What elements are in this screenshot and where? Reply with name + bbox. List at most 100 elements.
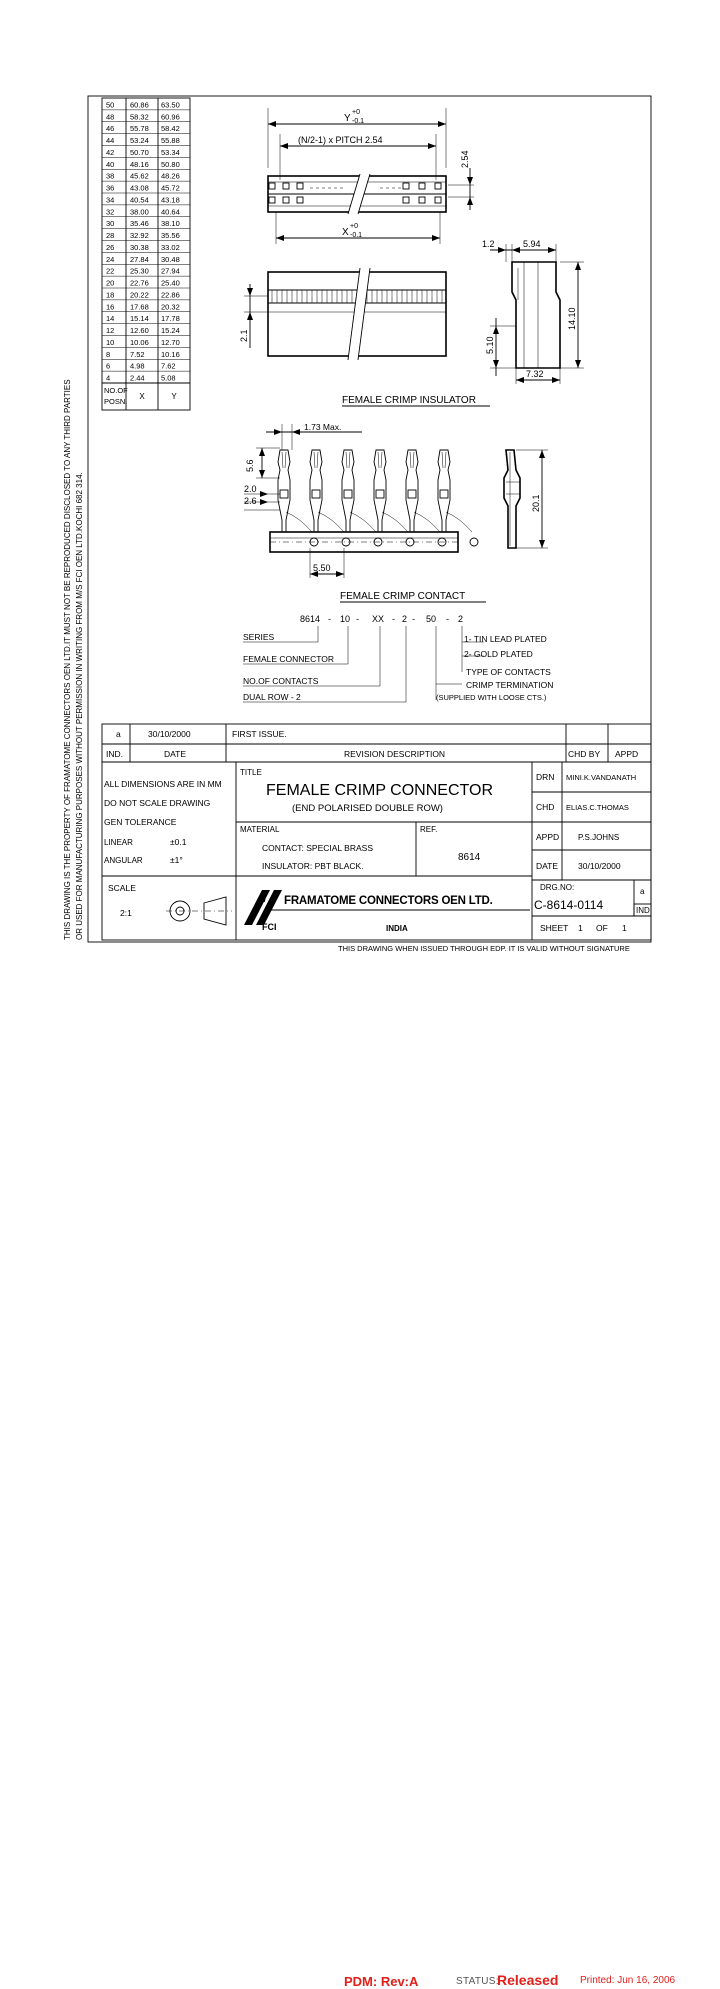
table-cell-posn: 46 bbox=[106, 124, 114, 133]
code-separator: - bbox=[392, 614, 395, 624]
table-cell-x: 7.52 bbox=[130, 350, 145, 359]
dim-y-label: Y bbox=[344, 113, 351, 124]
dim-173: 1.73 Max. bbox=[304, 422, 341, 432]
table-cell-y: 20.32 bbox=[161, 302, 180, 311]
tb-no-scale: DO NOT SCALE DRAWING bbox=[104, 798, 210, 808]
tb-fci: FCI bbox=[262, 922, 277, 932]
title-block: ALL DIMENSIONS ARE IN MM DO NOT SCALE DR… bbox=[101, 761, 652, 941]
table-cell-posn: 50 bbox=[106, 100, 114, 109]
table-cell-x: 43.08 bbox=[130, 184, 149, 193]
table-cell-y: 15.24 bbox=[161, 326, 180, 335]
tb-rev: a bbox=[640, 887, 645, 896]
projection-symbol-icon bbox=[166, 896, 232, 926]
tb-drgno: C-8614-0114 bbox=[534, 898, 603, 912]
insulator-caption: FEMALE CRIMP INSULATOR bbox=[342, 395, 476, 406]
tb-date-val: 30/10/2000 bbox=[578, 861, 621, 871]
dim-594: 5.94 bbox=[523, 239, 541, 249]
tb-scale-label: SCALE bbox=[108, 883, 136, 893]
table-cell-x: 48.16 bbox=[130, 160, 149, 169]
table-cell-posn: 22 bbox=[106, 267, 114, 276]
table-header-posn2: POSN. bbox=[104, 397, 127, 406]
tb-material-label: MATERIAL bbox=[240, 825, 280, 834]
table-cell-x: 25.30 bbox=[130, 267, 149, 276]
code-segment: XX bbox=[372, 614, 384, 624]
table-cell-x: 55.78 bbox=[130, 124, 149, 133]
dim-x-tol-minus: -0.1 bbox=[350, 232, 362, 239]
part-code: 8614-10-XX-2-50-2 SERIES FEMALE CONNECTO… bbox=[243, 614, 553, 703]
table-cell-y: 33.02 bbox=[161, 243, 180, 252]
code-segment: 50 bbox=[426, 614, 436, 624]
table-cell-posn: 24 bbox=[106, 255, 114, 264]
tb-angular-val: ±1° bbox=[170, 855, 183, 865]
table-cell-posn: 30 bbox=[106, 219, 114, 228]
rev-h-desc: REVISION DESCRIPTION bbox=[344, 749, 445, 759]
tb-title: FEMALE CRIMP CONNECTOR bbox=[266, 782, 493, 799]
table-cell-posn: 38 bbox=[106, 172, 114, 181]
table-cell-y: 35.56 bbox=[161, 231, 180, 240]
code-opt2: 2- GOLD PLATED bbox=[464, 649, 533, 659]
crimp-contact-icon bbox=[437, 449, 479, 547]
contact-cavity-icon bbox=[402, 196, 410, 204]
tb-insulator-mat: INSULATOR: PBT BLACK. bbox=[262, 861, 364, 871]
dim-y-tol-plus: +0 bbox=[352, 109, 360, 116]
contact-cavity-icon bbox=[434, 182, 442, 190]
tb-ref-val: 8614 bbox=[458, 852, 481, 863]
table-cell-y: 5.08 bbox=[161, 374, 176, 383]
dim-20: 2.0 bbox=[244, 484, 257, 494]
table-cell-y: 63.50 bbox=[161, 100, 180, 109]
table-cell-posn: 44 bbox=[106, 136, 114, 145]
contact-cavity-icon bbox=[402, 182, 410, 190]
code-type: TYPE OF CONTACTS bbox=[466, 667, 551, 677]
table-cell-x: 27.84 bbox=[130, 255, 149, 264]
table-cell-y: 12.70 bbox=[161, 338, 180, 347]
table-cell-posn: 20 bbox=[106, 279, 114, 288]
table-cell-y: 30.48 bbox=[161, 255, 180, 264]
table-cell-x: 15.14 bbox=[130, 314, 149, 323]
tb-subtitle: (END POLARISED DOUBLE ROW) bbox=[292, 803, 443, 814]
tb-drgno-label: DRG.NO: bbox=[540, 883, 574, 892]
contact-strip: 1.73 Max. 5.6 2.0 2.6 5.50 bbox=[244, 422, 479, 578]
table-cell-posn: 12 bbox=[106, 326, 114, 335]
code-segment: 8614 bbox=[300, 614, 320, 624]
revision-block: a 30/10/2000 FIRST ISSUE. IND. DATE REVI… bbox=[101, 723, 652, 763]
contact-cavity-icon bbox=[296, 182, 304, 190]
table-cell-y: 7.62 bbox=[161, 362, 176, 371]
table-cell-posn: 32 bbox=[106, 207, 114, 216]
contact-cavity-icon bbox=[268, 182, 276, 190]
dim-732: 7.32 bbox=[526, 369, 544, 379]
contact-cavity-icon bbox=[282, 196, 290, 204]
dim-x-label: X bbox=[342, 227, 349, 238]
table-cell-y: 40.64 bbox=[161, 207, 180, 216]
status-value: Released bbox=[497, 1972, 559, 1988]
rev-date: 30/10/2000 bbox=[148, 729, 191, 739]
code-noof: NO.OF CONTACTS bbox=[243, 676, 319, 686]
table-cell-x: 20.22 bbox=[130, 290, 149, 299]
code-separator: - bbox=[356, 614, 359, 624]
table-cell-x: 12.60 bbox=[130, 326, 149, 335]
svg-text://: // bbox=[262, 897, 266, 904]
dim-y-tol-minus: -0.1 bbox=[352, 118, 364, 125]
table-cell-y: 55.88 bbox=[161, 136, 180, 145]
table-cell-y: 25.40 bbox=[161, 279, 180, 288]
contact-side-view: 20.1 bbox=[503, 449, 548, 549]
tb-chd-label: CHD bbox=[536, 802, 554, 812]
footer-note: THIS DRAWING WHEN ISSUED THROUGH EDP. IT… bbox=[338, 944, 630, 953]
tb-drn-val: MINI.K.VANDANATH bbox=[566, 773, 636, 782]
tb-scale-val: 2:1 bbox=[120, 908, 132, 918]
table-cell-y: 22.86 bbox=[161, 290, 180, 299]
contact-cavity-icon bbox=[268, 196, 276, 204]
table-cell-x: 45.62 bbox=[130, 172, 149, 181]
dim-510: 5.10 bbox=[485, 336, 495, 354]
tb-title-label: TITLE bbox=[240, 768, 262, 777]
table-cell-x: 60.86 bbox=[130, 100, 149, 109]
table-cell-posn: 34 bbox=[106, 195, 114, 204]
dim-201: 20.1 bbox=[531, 494, 541, 512]
table-cell-posn: 18 bbox=[106, 290, 114, 299]
table-cell-x: 30.38 bbox=[130, 243, 149, 252]
table-cell-x: 40.54 bbox=[130, 195, 149, 204]
status-label: STATUS: bbox=[456, 1976, 499, 1987]
dim-12: 1.2 bbox=[482, 239, 495, 249]
side-note-line1: THIS DRAWING IS THE PROPERTY OF FRAMATOM… bbox=[63, 379, 72, 940]
tb-appd-val: P.S.JOHNS bbox=[578, 833, 619, 842]
rev-h-chd: CHD BY bbox=[568, 749, 600, 759]
